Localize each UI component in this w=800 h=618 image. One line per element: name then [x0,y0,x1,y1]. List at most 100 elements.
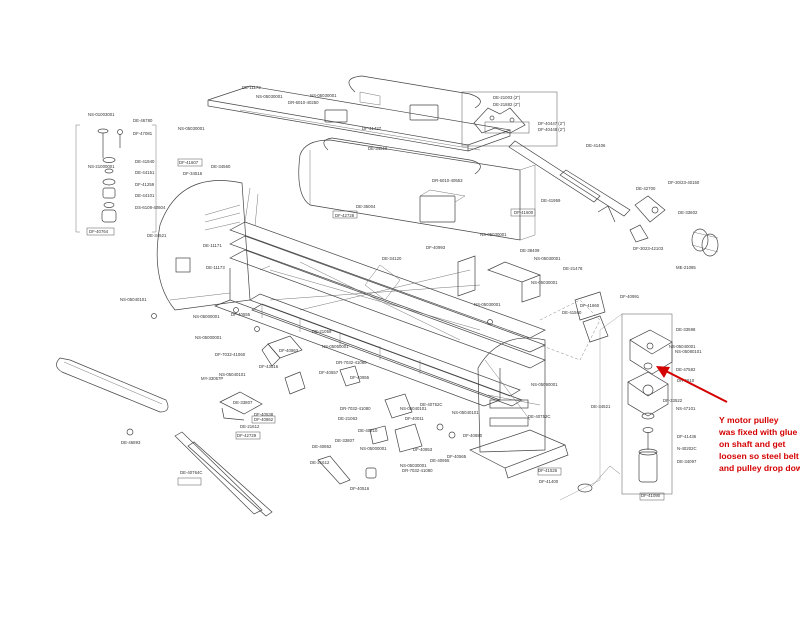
part-label: NS-05000001 [193,314,220,319]
part-label: DF-47081 [133,131,153,136]
part-label: DE-40862 [312,444,332,449]
part-label: DF-40011 [405,416,424,421]
part-label: NS-05000001 [195,335,222,340]
part-label: DE-34560 [211,164,231,169]
part-label: DF-40880 [463,433,483,438]
part-label: DF-40853 [413,447,433,452]
part-label: DE-41959 [541,198,561,203]
part-label: DF-42729 [237,433,257,438]
top-right-inset [461,91,719,257]
part-label: DS-6108-40604 [135,205,166,210]
top-rail-assembly [207,75,536,241]
part-label: NS-05080101 [675,349,702,354]
part-label: NS-05030001 [534,256,561,261]
part-label: DE-40764C [180,470,202,475]
part-label: DR-6010-40553 [432,178,463,183]
part-label: DE-33807 [335,438,355,443]
part-label: DE-40752C [528,414,550,419]
part-labels: NS-01003001DE-46780DF-47081NS-21000001DE… [88,85,702,498]
part-label: DE-11173 [206,265,225,270]
part-label: DF-40516 [350,486,370,491]
part-label: DF-41259 [135,182,155,187]
part-label: DE-47582 [676,367,696,372]
part-label: DE-41406 [586,143,606,148]
part-label: DE-21063 [338,416,358,421]
part-label: DE-21882 (2") [493,102,521,107]
part-label: DE-21612 [310,460,330,465]
part-label: DE-21059 [312,329,332,334]
part-label: DF-3023-42103 [633,246,664,251]
part-label: DE-42700 [636,186,656,191]
part-label: DE-41560 [562,310,582,315]
part-label: DR-7032-41080 [340,406,371,411]
part-label: NS-05030001 [256,94,283,99]
part-label: NS-05030001 [474,302,501,307]
part-label: DE-21612 [240,424,260,429]
part-label: DE-11172 [242,85,261,90]
part-label: NS-05030001 [178,126,205,131]
label-boxes [86,121,665,501]
part-label: DF-33522 [663,398,683,403]
callout-line-5: and pulley drop down. [719,463,800,473]
part-label: DF-42728 [335,213,355,218]
part-label: DF-40557 [319,370,339,375]
part-label: NS-01003001 [88,112,115,117]
part-label: DF-40565 [447,454,467,459]
part-label: DF-41607 [179,160,199,165]
part-label: DF-40447 (2") [538,121,566,126]
part-label: DR-6010-40250 [288,100,319,105]
part-label: DF-41436 [677,434,697,439]
callout-line-4: loosen so steel belt [719,451,799,461]
part-label: DE-40810 [358,428,378,433]
part-label: DF-7032-41060 [215,352,246,357]
part-label: DF-41525 [538,468,558,473]
part-label: NS-21000001 [88,164,115,169]
part-label: DE-38409 [520,248,540,253]
part-label: DF-40993 [426,245,446,250]
part-label: N-40202C [677,446,697,451]
part-label: DE-21003 (2") [493,95,521,100]
part-label: DF-40538 [254,412,274,417]
part-label: DF-34516 [183,171,203,176]
part-label: DF-41427 [362,126,382,131]
part-label: NS-47101 [676,406,696,411]
part-label: NS-05040101 [219,372,246,377]
callout-line-2: was fixed with glue [718,427,798,437]
callout-line-1: Y motor pulley [719,415,779,425]
part-label: DE-11171 [203,243,222,248]
part-label: DE-46780 [133,118,153,123]
part-label: NS-05030001 [480,232,507,237]
motor-assembly-inset [559,313,673,501]
left-small-parts [56,307,493,517]
part-label: DF-41400 [539,479,559,484]
part-label: DE-34120 [382,256,402,261]
part-label: NS-05000001 [360,446,387,451]
part-label: DE-34521 [147,233,167,238]
part-label: DE-34516 [368,146,388,151]
part-label: DE-33598 [676,327,696,332]
part-label: NS-05040101 [452,410,479,415]
part-label: DE-44151 [135,170,155,175]
left-detail-inset [75,124,157,233]
part-label: DF-40991 [620,294,640,299]
main-frame [156,180,609,479]
part-label: DF-41090 [641,493,661,498]
part-label: DE-40752C [420,402,442,407]
part-label: DE-46893 [121,440,141,445]
part-label: MY-33057P [201,376,223,381]
part-label: NS-05030001 [531,280,558,285]
part-label: DE-41940 [135,159,155,164]
part-label: DE-34097 [677,459,697,464]
part-label: DF-40862 [254,417,274,422]
callout-line-3: on shaft and get [719,439,786,449]
part-label: DR-7032-41080 [336,360,367,365]
part-label: DF-40555 [231,312,251,317]
part-label: NS-05050001 [322,344,349,349]
part-label: DF-43516 [259,364,279,369]
part-label: DF-40955 [350,375,370,380]
part-label: ME-21085 [676,265,696,270]
part-label: DE-44101 [135,193,155,198]
part-label: DR-7032-41080 [402,468,433,473]
part-label: NS-05030001 [400,463,427,468]
part-label: DE-33807 [233,400,253,405]
